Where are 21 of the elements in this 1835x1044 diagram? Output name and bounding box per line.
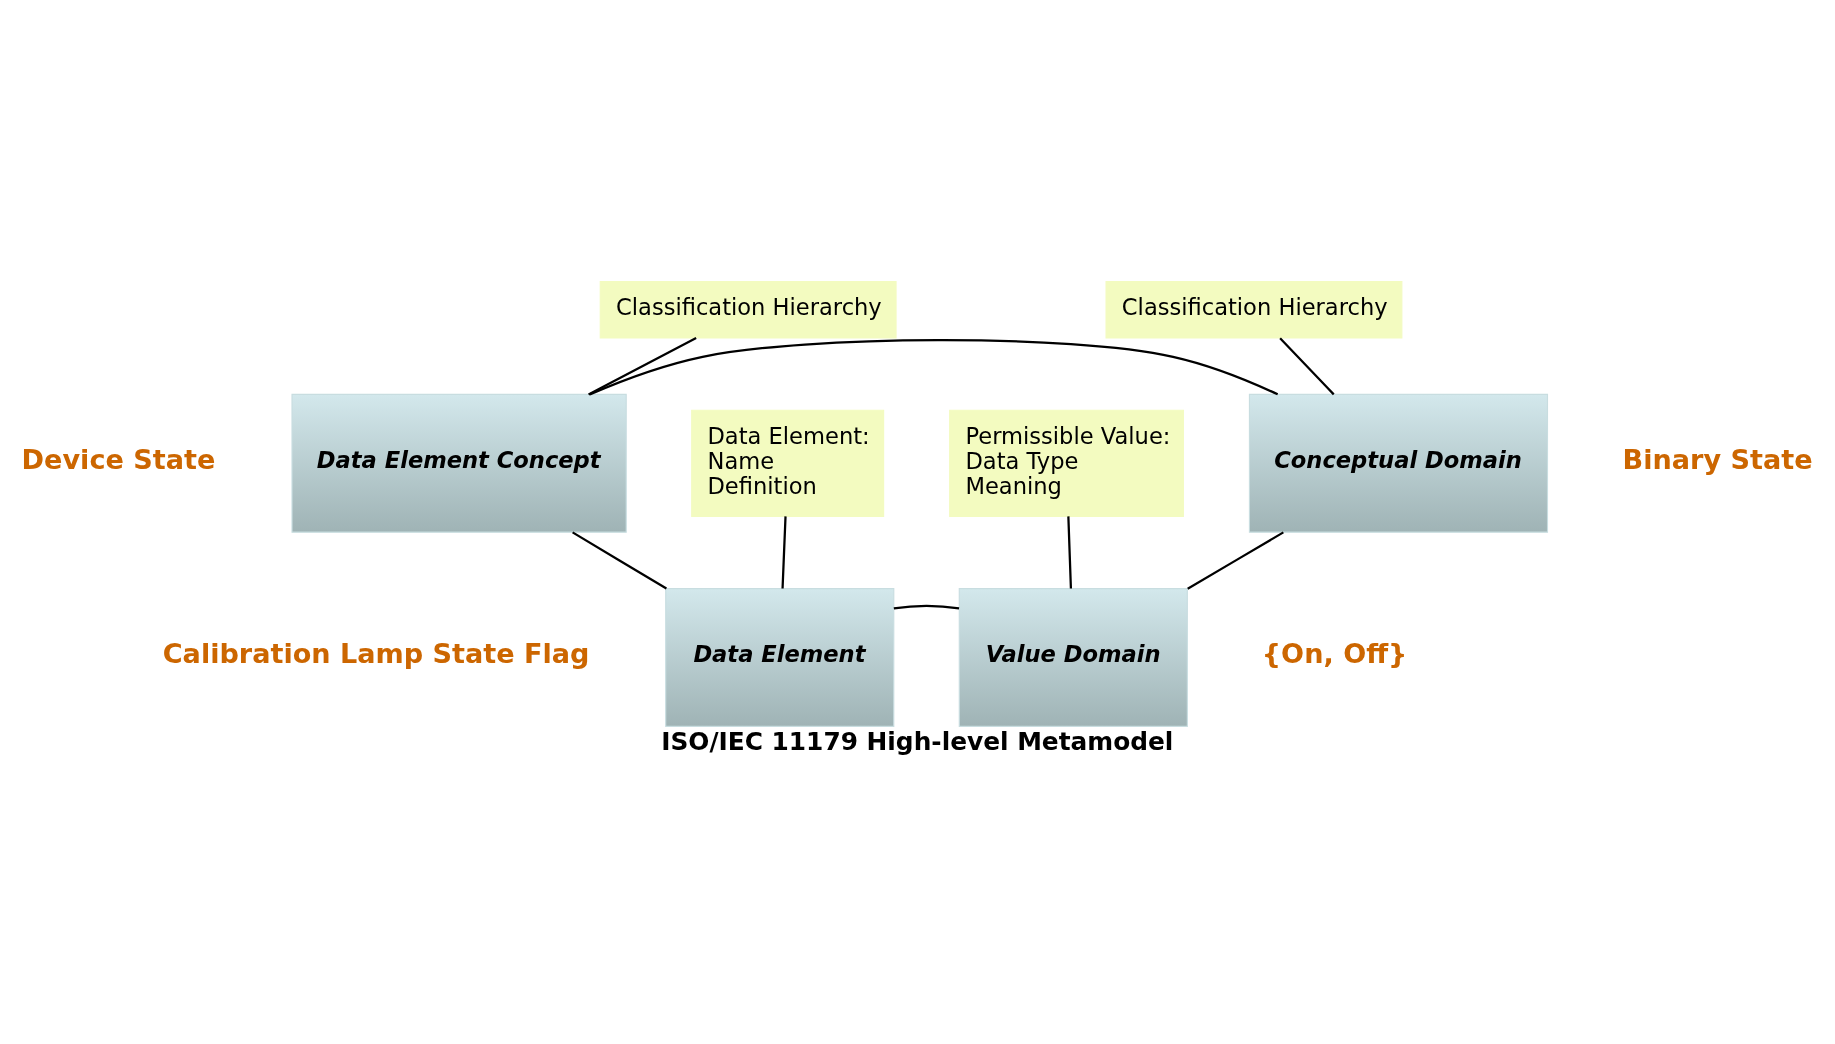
node-label: Calibration Lamp State Flag <box>162 638 590 670</box>
node-box: Permissible Value: Data Type Meaning <box>949 409 1184 517</box>
connector <box>781 516 787 589</box>
connector <box>893 604 960 610</box>
connector <box>588 337 697 396</box>
node-box: Value Domain <box>958 588 1188 727</box>
node-box: Classification Hierarchy <box>599 280 897 339</box>
node-label: Binary State <box>1622 444 1813 476</box>
node-label: Device State <box>21 444 216 476</box>
connector <box>572 531 667 590</box>
node-box: Conceptual Domain <box>1248 393 1549 533</box>
connector <box>1187 531 1284 590</box>
node-box: Data Element <box>665 588 895 727</box>
node-box: Classification Hierarchy <box>1105 280 1403 339</box>
node-label: {On, Off} <box>1261 638 1408 670</box>
connector <box>589 339 1279 396</box>
diagram-title: ISO/IEC 11179 High-level Metamodel <box>661 726 1174 756</box>
connector <box>1279 337 1335 396</box>
node-box: Data Element: Name Definition <box>691 409 885 517</box>
connector <box>1067 516 1073 589</box>
node-box: Data Element Concept <box>291 393 627 533</box>
